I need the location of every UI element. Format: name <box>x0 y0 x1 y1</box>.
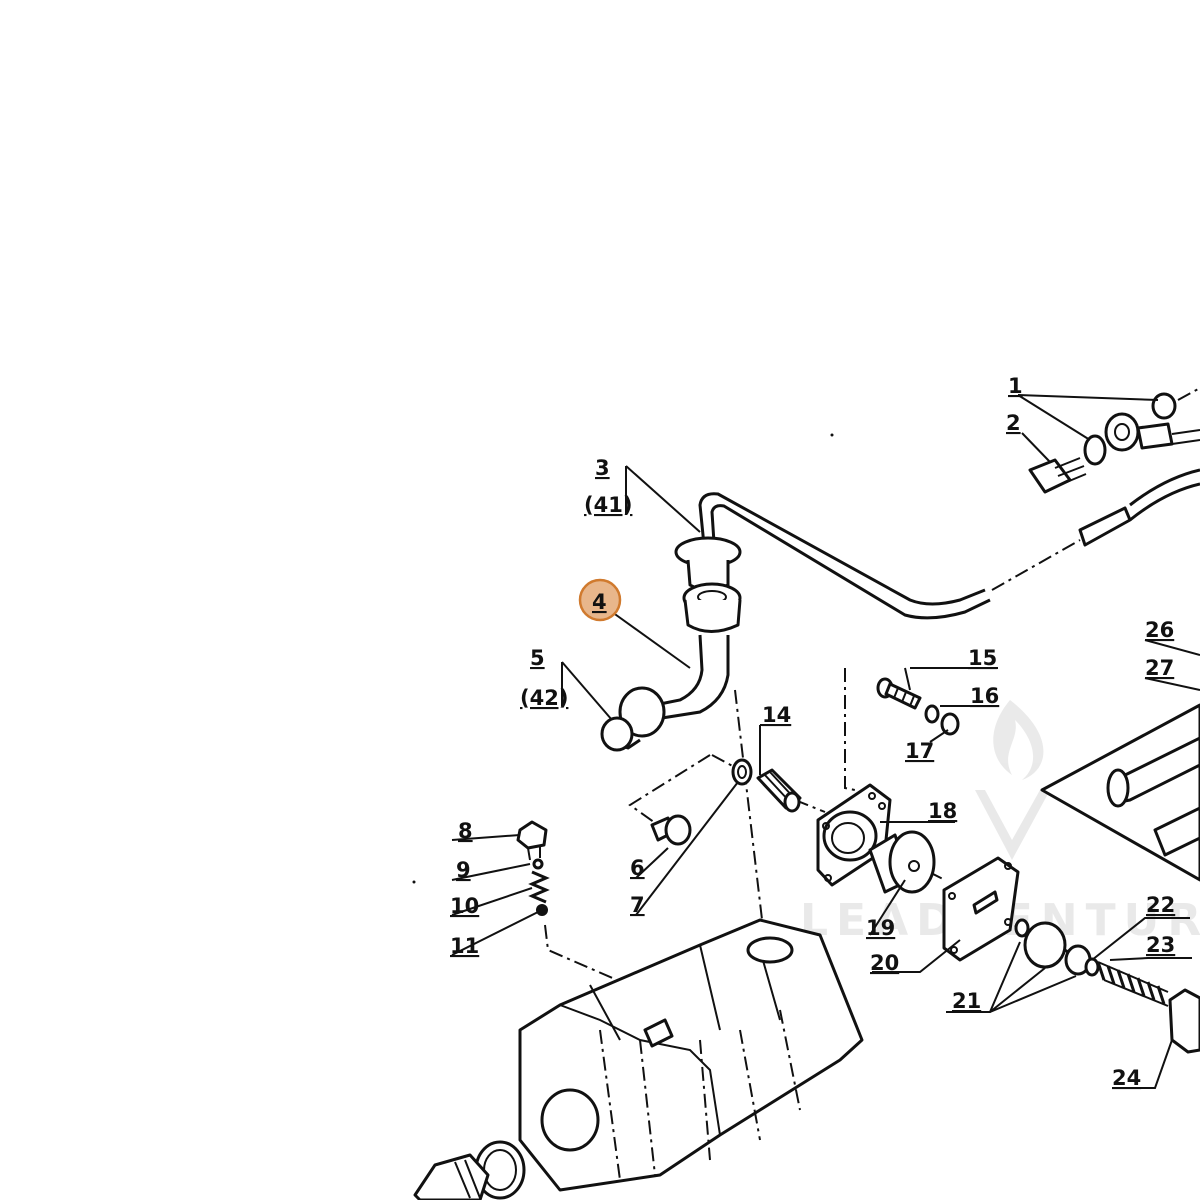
flame-v-logo-icon <box>975 700 1050 860</box>
banjo-fitting-assembly <box>1028 387 1200 494</box>
label-3-alt[interactable]: (41) <box>584 493 632 517</box>
label-4[interactable]: 4 <box>592 590 607 614</box>
label-26[interactable]: 26 <box>1145 618 1174 642</box>
label-24[interactable]: 24 <box>1112 1066 1141 1090</box>
flange-part-18 <box>816 783 892 887</box>
fitting-part-14 <box>731 758 802 813</box>
fitting-part-6 <box>650 814 692 846</box>
label-18[interactable]: 18 <box>928 799 957 823</box>
label-11[interactable]: 11 <box>450 934 479 958</box>
label-19[interactable]: 19 <box>866 916 895 940</box>
label-16[interactable]: 16 <box>970 684 999 708</box>
delivery-pipe-part-4 <box>600 582 742 752</box>
shaft-spring-assembly <box>1014 918 1200 1054</box>
label-8[interactable]: 8 <box>458 819 473 843</box>
label-2[interactable]: 2 <box>1006 411 1021 435</box>
label-1[interactable]: 1 <box>1008 374 1023 398</box>
label-20[interactable]: 20 <box>870 951 899 975</box>
label-7[interactable]: 7 <box>630 893 645 917</box>
label-23[interactable]: 23 <box>1146 933 1175 957</box>
label-6[interactable]: 6 <box>630 856 645 880</box>
cover-part-20 <box>942 856 1020 962</box>
label-5[interactable]: 5 <box>530 646 545 670</box>
piston-part-19 <box>868 830 936 894</box>
label-22[interactable]: 22 <box>1146 893 1175 917</box>
bolt-part-15 <box>876 677 960 736</box>
label-3[interactable]: 3 <box>595 456 610 480</box>
injection-pipe <box>674 468 1200 620</box>
label-14[interactable]: 14 <box>762 703 791 727</box>
label-17[interactable]: 17 <box>905 739 934 763</box>
part-labels: 1 2 3 (41) 4 5 (42) 6 7 8 9 10 11 14 15 … <box>450 374 1175 1090</box>
governor-housing <box>1040 703 1200 882</box>
pump-housing <box>413 918 864 1200</box>
label-5-alt[interactable]: (42) <box>520 686 568 710</box>
label-10[interactable]: 10 <box>450 894 479 918</box>
label-21[interactable]: 21 <box>952 989 981 1013</box>
label-9[interactable]: 9 <box>456 858 471 882</box>
plug-spring-ball-set <box>516 820 550 916</box>
label-15[interactable]: 15 <box>968 646 997 670</box>
leader-lines <box>451 394 1200 1089</box>
part-4-highlight[interactable] <box>578 578 622 622</box>
label-27[interactable]: 27 <box>1145 656 1174 680</box>
